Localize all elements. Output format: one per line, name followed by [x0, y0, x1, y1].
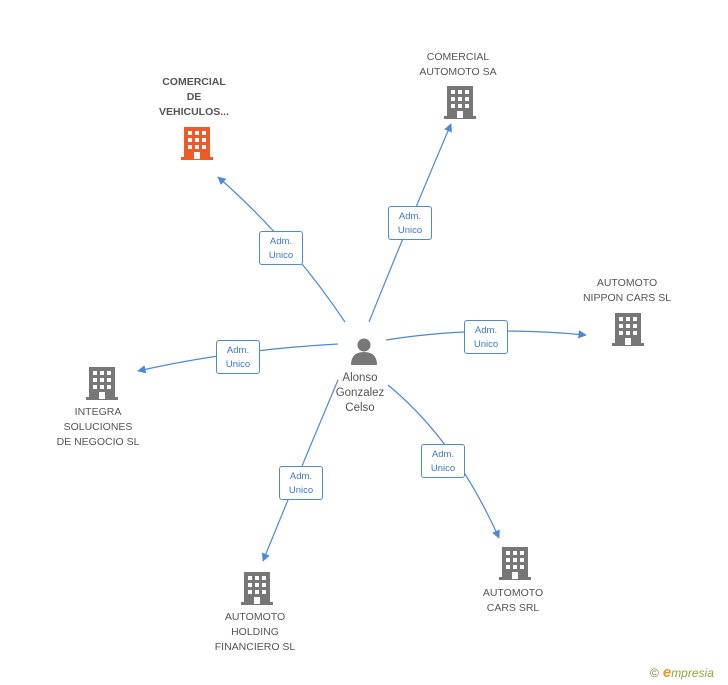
relation-badge-automoto-nippon[interactable]: Adm. Unico — [464, 320, 508, 354]
relation-badge-comercial-vehiculos[interactable]: Adm. Unico — [259, 231, 303, 265]
copyright-icon: © — [650, 666, 659, 680]
relation-badge-integra[interactable]: Adm. Unico — [216, 340, 260, 374]
person-name[interactable]: Alonso Gonzalez Celso — [335, 372, 385, 414]
brand-logo-initial: e — [662, 664, 672, 681]
company-name[interactable]: AUTOMOTO NIPPON CARS SL — [582, 277, 672, 304]
company-name[interactable]: INTEGRA SOLUCIONES DE NEGOCIO SL — [56, 406, 140, 448]
building-icon — [241, 572, 273, 605]
company-name[interactable]: COMERCIAL AUTOMOTO SA — [419, 51, 497, 78]
relation-badge-automoto-holding[interactable]: Adm. Unico — [279, 466, 323, 500]
relation-badge-comercial-automoto[interactable]: Adm. Unico — [388, 206, 432, 240]
relation-badge-automoto-cars[interactable]: Adm. Unico — [421, 444, 465, 478]
company-name[interactable]: COMERCIAL DE VEHICULOS... — [158, 76, 229, 118]
building-icon — [499, 547, 531, 580]
company-name[interactable]: AUTOMOTO HOLDING FINANCIERO SL — [214, 611, 296, 653]
building-icon — [612, 313, 644, 346]
building-icon — [181, 127, 213, 160]
brand-footer: ©empresia — [650, 664, 714, 681]
person-icon — [351, 338, 377, 365]
building-icon — [444, 86, 476, 119]
building-icon — [86, 367, 118, 400]
brand-name: mpresia — [671, 666, 714, 680]
company-name[interactable]: AUTOMOTO CARS SRL — [482, 587, 544, 614]
